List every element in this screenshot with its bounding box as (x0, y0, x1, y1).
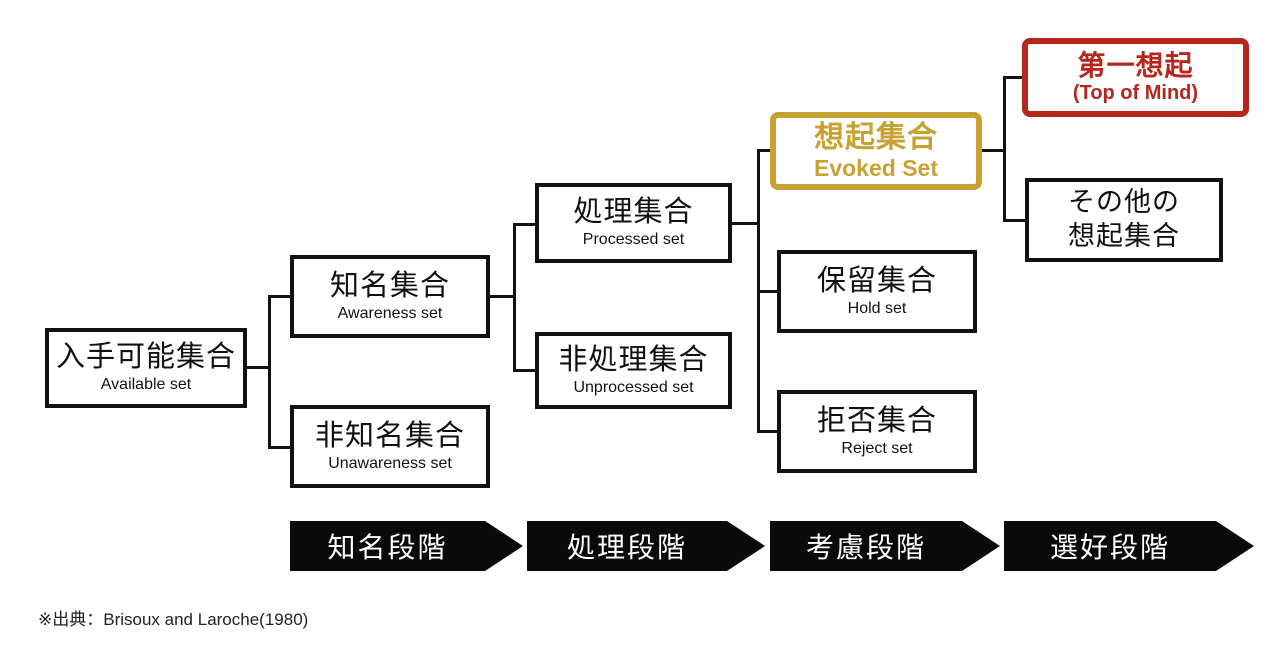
node-en-label: Processed set (582, 231, 685, 249)
node-hold-set: 保留集合 Hold set (777, 250, 977, 333)
node-jp-label: 知名集合 (329, 269, 450, 302)
node-en-label: Available set (100, 376, 192, 394)
node-jp-label: 非処理集合 (558, 343, 709, 376)
node-evoked-set: 想起集合 Evoked Set (770, 112, 982, 190)
stage-label: 処理段階 (566, 532, 687, 563)
stage-label: 考慮段階 (805, 532, 926, 563)
connector-line (268, 295, 290, 298)
node-jp-label: 非知名集合 (314, 419, 465, 452)
connector-line (490, 295, 513, 298)
node-awareness-set: 知名集合 Awareness set (290, 255, 490, 338)
connector-line (982, 149, 1003, 152)
node-en-label: (Top of Mind) (1072, 82, 1199, 105)
node-jp-label: 保留集合 (816, 264, 937, 297)
stage-arrow-banner-processing: 処理段階 (527, 521, 765, 571)
node-processed-set: 処理集合 Processed set (535, 183, 732, 263)
connector-line (757, 430, 777, 433)
node-jp-label-line2: 想起集合 (1068, 221, 1180, 251)
connector-line (1003, 219, 1025, 222)
stage-label: 選好段階 (1049, 532, 1170, 563)
connector-line (513, 369, 535, 372)
node-unprocessed-set: 非処理集合 Unprocessed set (535, 332, 732, 409)
connector-line (247, 366, 268, 369)
stage-arrow-banner-consideration: 考慮段階 (770, 521, 1000, 571)
node-jp-label: 処理集合 (573, 196, 694, 229)
node-available-set: 入手可能集合 Available set (45, 328, 247, 408)
connector-line (268, 295, 271, 449)
node-en-label: Unawareness set (328, 454, 452, 472)
stage-arrow-banner-preference: 選好段階 (1004, 521, 1254, 571)
connector-line (757, 290, 777, 293)
stage-label: 知名段階 (327, 532, 448, 563)
node-reject-set: 拒否集合 Reject set (777, 390, 977, 473)
node-en-label: Hold set (847, 299, 907, 317)
node-top-of-mind: 第一想起 (Top of Mind) (1022, 38, 1249, 117)
connector-line (268, 446, 290, 449)
node-unawareness-set: 非知名集合 Unawareness set (290, 405, 490, 488)
connector-line (757, 149, 770, 152)
node-jp-label: 想起集合 (814, 120, 938, 154)
node-jp-label-line1: その他の (1068, 187, 1180, 218)
stage-arrow-banner-awareness: 知名段階 (290, 521, 523, 571)
connector-line (1003, 76, 1006, 222)
node-other-evoked-set: その他の 想起集合 (1025, 178, 1223, 262)
connector-line (513, 223, 516, 372)
source-note: ※出典：Brisoux and Laroche(1980) (38, 610, 309, 629)
connector-line (513, 223, 535, 226)
node-jp-label: 拒否集合 (816, 404, 937, 437)
connector-line (1003, 76, 1022, 79)
connector-line (732, 222, 757, 225)
node-jp-label: 第一想起 (1077, 49, 1194, 81)
node-en-label: Awareness set (337, 304, 443, 322)
node-en-label: Reject set (841, 439, 913, 457)
node-en-label: Evoked Set (814, 155, 938, 182)
node-jp-label: 入手可能集合 (55, 341, 236, 374)
node-en-label: Unprocessed set (573, 378, 694, 396)
